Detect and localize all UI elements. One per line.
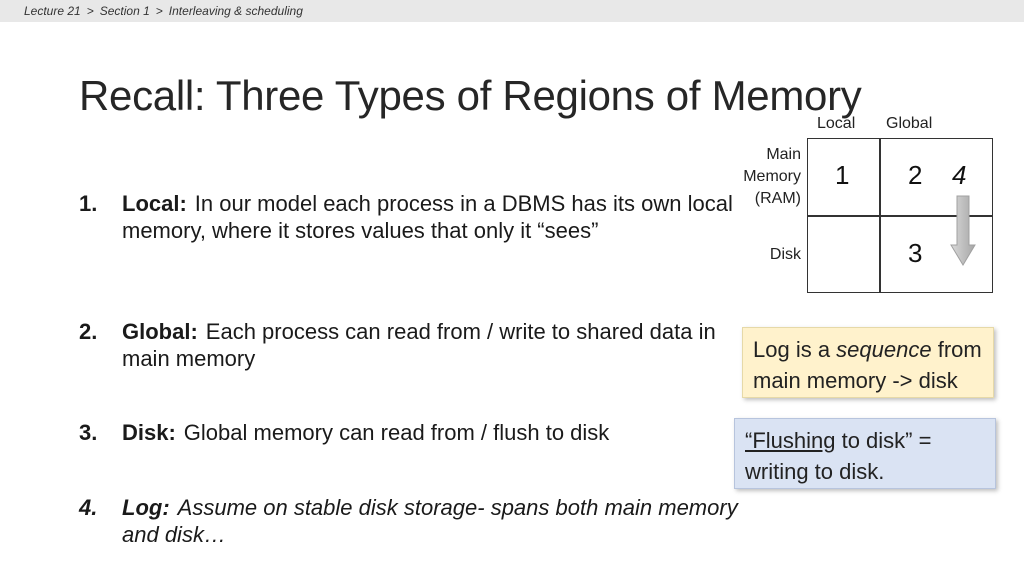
list-number: 4.	[79, 495, 98, 520]
cell-main-global: 2	[908, 160, 923, 190]
list-text: Each process can read from / write to sh…	[122, 319, 716, 371]
breadcrumb-separator: >	[86, 4, 94, 18]
breadcrumb-item-lecture[interactable]: Lecture 21	[24, 4, 81, 18]
row-header-line: (RAM)	[754, 190, 801, 207]
list-term: Global:	[122, 319, 198, 344]
list-number: 3.	[79, 420, 98, 445]
list-item-local: 1. Local:In our model each process in a …	[79, 190, 762, 244]
memory-grid	[807, 138, 993, 293]
row-header-line: Main	[766, 146, 801, 163]
list-number: 2.	[79, 319, 98, 344]
row-header-disk: Disk	[769, 246, 801, 263]
callout-text: to disk” = writing to disk.	[745, 428, 932, 484]
callout-text: from main memory -> disk	[753, 337, 982, 393]
breadcrumb-item-topic[interactable]: Interleaving & scheduling	[168, 4, 303, 18]
grid-divider	[808, 215, 992, 217]
callout-emphasis: sequence	[836, 337, 932, 362]
list-item-log: 4. Log:Assume on stable disk storage- sp…	[79, 494, 762, 548]
callout-term: “Flushing	[745, 428, 836, 453]
col-header-global: Global	[886, 115, 933, 132]
list-text: In our model each process in a DBMS has …	[122, 191, 733, 243]
callout-text: Log is a	[753, 337, 837, 362]
list-text: Assume on stable disk storage- spans bot…	[122, 495, 738, 547]
list-item-disk: 3. Disk: Global memory can read from / fl…	[79, 419, 762, 446]
list-item-global: 2. Global:Each process can read from / w…	[79, 318, 762, 372]
col-header-local: Local	[817, 115, 856, 132]
log-sequence-callout: Log is a sequence from main memory -> di…	[742, 327, 994, 398]
row-header-main-memory: Main Memory (RAM)	[716, 144, 801, 210]
cell-main-local: 1	[835, 160, 850, 190]
row-header-line: Memory	[743, 168, 801, 185]
breadcrumb: Lecture 21 > Section 1 > Interleaving & sche…	[24, 4, 303, 18]
flushing-callout: “Flushing to disk” = writing to disk.	[734, 418, 996, 489]
list-term: Log:	[122, 495, 170, 520]
page-title: Recall: Three Types of Regions of Memory	[79, 72, 862, 119]
list-number: 1.	[79, 191, 98, 216]
breadcrumb-item-section[interactable]: Section 1	[99, 4, 150, 18]
down-arrow-icon	[950, 195, 976, 266]
list-term: Disk:	[122, 420, 176, 445]
breadcrumb-bar: Lecture 21 > Section 1 > Interleaving & sche…	[0, 0, 1024, 22]
cell-disk-global: 3	[908, 238, 923, 268]
list-term: Local:	[122, 191, 187, 216]
breadcrumb-separator: >	[155, 4, 163, 18]
cell-log: 4	[952, 160, 967, 190]
list-text: Global memory can read from / flush to d…	[183, 420, 610, 445]
